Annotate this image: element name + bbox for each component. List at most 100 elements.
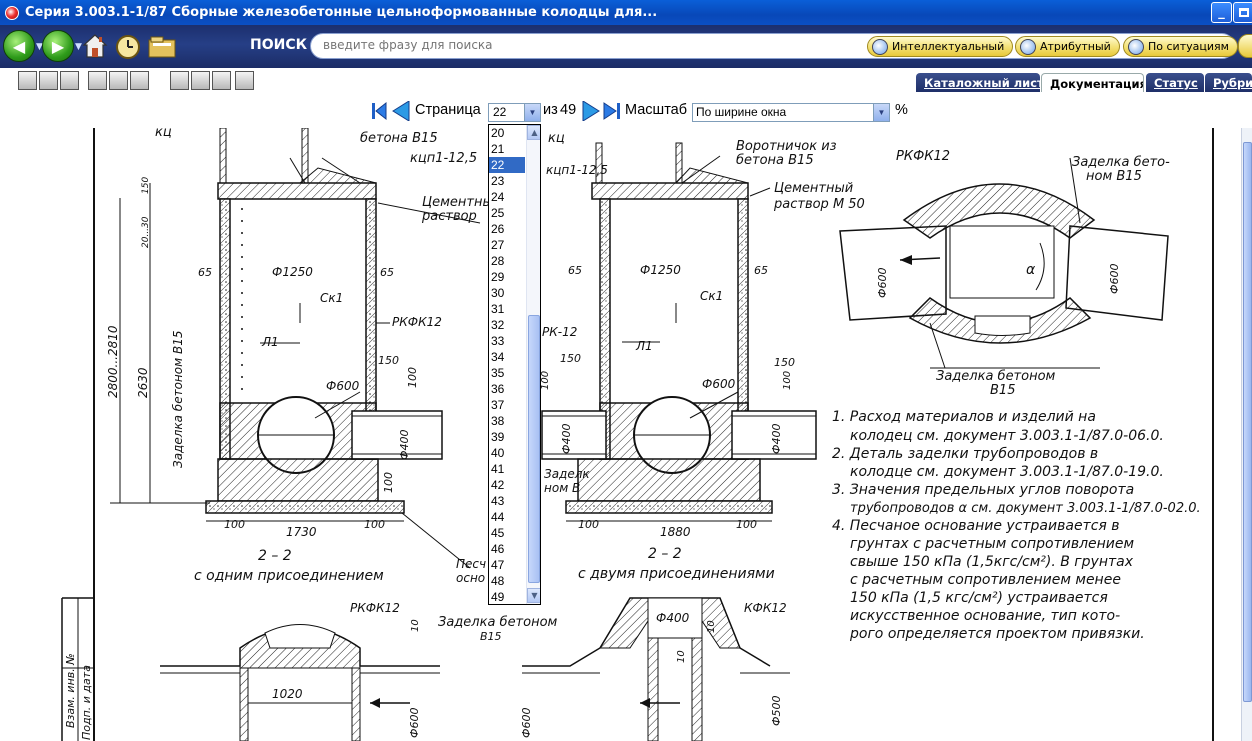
- import-icon[interactable]: [212, 71, 231, 90]
- tab-catalog[interactable]: Каталожный лист: [916, 73, 1040, 93]
- attribute-search-button[interactable]: Атрибутный: [1015, 36, 1120, 57]
- back-button[interactable]: ◀: [3, 30, 35, 62]
- first-page-icon[interactable]: [372, 101, 387, 121]
- dim-1020: 1020: [272, 687, 303, 701]
- page-option[interactable]: 39: [491, 430, 505, 444]
- home-button[interactable]: [80, 31, 110, 61]
- scale-select[interactable]: По ширине окна ▼: [692, 103, 890, 122]
- forward-dropdown-icon[interactable]: ▼: [75, 42, 82, 52]
- forward-button[interactable]: ▶: [42, 30, 74, 62]
- page-option[interactable]: 45: [491, 526, 505, 540]
- history-button[interactable]: [113, 31, 143, 61]
- scale-label: Масштаб: [625, 102, 688, 118]
- page-option[interactable]: 31: [491, 302, 505, 316]
- well-section-two-connections: кц кцп1-12,5 Воротничок из бетона В15 Це…: [540, 131, 865, 582]
- download-icon[interactable]: [235, 71, 254, 90]
- page-option[interactable]: 24: [491, 190, 505, 204]
- page-option[interactable]: 20: [491, 126, 505, 140]
- dropdown-scrollbar[interactable]: ▲ ▼: [526, 125, 540, 604]
- upload-icon[interactable]: [191, 71, 210, 90]
- page-option[interactable]: 35: [491, 366, 505, 380]
- print-icon[interactable]: [60, 71, 79, 90]
- prev-page-icon[interactable]: [392, 101, 410, 121]
- chevron-down-icon[interactable]: ▼: [873, 104, 889, 121]
- dim-100a: 100: [406, 367, 419, 388]
- dia-600-bottom: Ф600: [408, 708, 421, 738]
- page-option[interactable]: 38: [491, 414, 505, 428]
- page-option[interactable]: 49: [491, 590, 505, 604]
- page-option[interactable]: 26: [491, 222, 505, 236]
- dia-600-right-a: Ф600: [876, 268, 889, 298]
- page-option[interactable]: 40: [491, 446, 505, 460]
- page-option[interactable]: 43: [491, 494, 505, 508]
- page-option[interactable]: 48: [491, 574, 505, 588]
- more-search-button[interactable]: [1238, 34, 1252, 58]
- page-option[interactable]: 23: [491, 174, 505, 188]
- dim-100d: 100: [364, 518, 385, 531]
- tab-rubric[interactable]: Рубрик: [1205, 73, 1252, 93]
- caption-two-connections: с двумя присоединениями: [578, 566, 775, 582]
- page-option[interactable]: 33: [491, 334, 505, 348]
- dim-1730: 1730: [286, 525, 317, 539]
- page-option[interactable]: 30: [491, 286, 505, 300]
- arrow-right-icon: ▶: [51, 36, 65, 56]
- page-option[interactable]: 25: [491, 206, 505, 220]
- page-option[interactable]: 21: [491, 142, 505, 156]
- note-line: 4. Песчаное основание устраивается в: [832, 518, 1120, 534]
- page-option[interactable]: 32: [491, 318, 505, 332]
- copy-icon[interactable]: [88, 71, 107, 90]
- page-select[interactable]: 22 ▼: [488, 103, 541, 122]
- page-option[interactable]: 29: [491, 270, 505, 284]
- intellectual-search-button[interactable]: Интеллектуальный: [867, 36, 1014, 57]
- page-option[interactable]: 34: [491, 350, 505, 364]
- scroll-up-icon[interactable]: ▲: [527, 125, 540, 140]
- minimize-button[interactable]: _: [1211, 2, 1232, 23]
- save-icon[interactable]: [18, 71, 37, 90]
- window-title: Серия 3.003.1-1/87 Сборные железобетонны…: [25, 5, 658, 20]
- document-viewer[interactable]: кц бетона В15 кцп1-12,5 Цементный раство…: [0, 128, 1241, 741]
- folder-button[interactable]: [147, 31, 177, 61]
- label-l1: Л1: [261, 335, 279, 349]
- scroll-down-icon[interactable]: ▼: [527, 588, 540, 603]
- dim-1880: 1880: [660, 525, 691, 539]
- dia-400-mid-a: Ф400: [560, 424, 573, 454]
- page-option[interactable]: 37: [491, 398, 505, 412]
- note-line: свыше 150 кПа (1,5кгс/см²). В грунтах: [850, 554, 1134, 570]
- export-icon[interactable]: [39, 71, 58, 90]
- next-page-icon[interactable]: [582, 101, 600, 121]
- caption-one-connection: с одним присоединением: [194, 568, 384, 584]
- add-icon[interactable]: [130, 71, 149, 90]
- page-option[interactable]: 44: [491, 510, 505, 524]
- dim-150b: 150: [378, 354, 399, 367]
- label-kts-2: кц: [548, 131, 565, 146]
- page-option[interactable]: 47: [491, 558, 505, 572]
- page-label: Страница: [415, 102, 481, 118]
- page-option[interactable]: 22: [489, 157, 525, 173]
- properties-icon[interactable]: [109, 71, 128, 90]
- dia-500: Ф500: [770, 696, 783, 726]
- page-option[interactable]: 42: [491, 478, 505, 492]
- label-zadelka-bottom: Заделка бетоном: [936, 369, 1056, 384]
- dim-10b: 10: [706, 620, 717, 633]
- page-nav-back: [372, 101, 410, 121]
- maximize-button[interactable]: [1233, 2, 1252, 23]
- bottom-details: Взам. инв. № Подп. и дата РКФК12 10 1020…: [64, 597, 790, 741]
- label-cement-mid-2: раствор М 50: [773, 197, 865, 212]
- page-option[interactable]: 46: [491, 542, 505, 556]
- page-option[interactable]: 41: [491, 462, 505, 476]
- back-dropdown-icon[interactable]: ▼: [36, 42, 43, 52]
- find-in-doc-icon[interactable]: [170, 71, 189, 90]
- page-option[interactable]: 27: [491, 238, 505, 252]
- chevron-down-icon[interactable]: ▼: [524, 104, 540, 121]
- last-page-icon[interactable]: [603, 102, 620, 120]
- dropdown-scroll-thumb[interactable]: [528, 315, 540, 583]
- situation-search-button[interactable]: По ситуациям: [1123, 36, 1238, 57]
- document-scrollbar[interactable]: [1241, 128, 1252, 741]
- tab-status[interactable]: Статус: [1146, 73, 1204, 93]
- document-scroll-thumb[interactable]: [1243, 142, 1252, 702]
- search-input[interactable]: [323, 38, 863, 52]
- tab-documentation[interactable]: Документация: [1041, 73, 1144, 93]
- page-option[interactable]: 28: [491, 254, 505, 268]
- page-option[interactable]: 36: [491, 382, 505, 396]
